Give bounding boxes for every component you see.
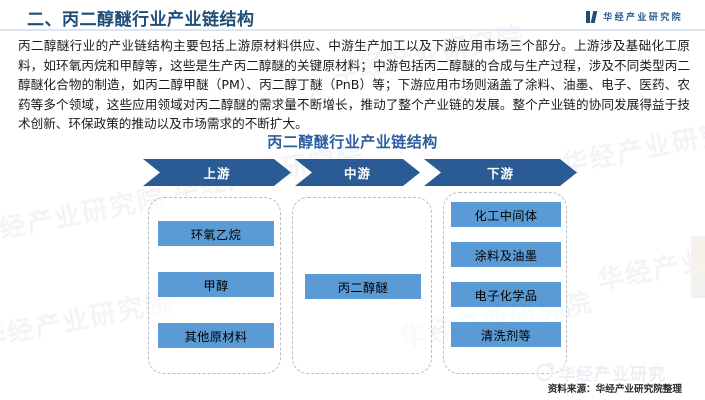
midstream-column: 丙二醇醚	[292, 197, 432, 374]
page-header: 二、丙二醇醚行业产业链结构 华经产业研究院	[0, 0, 705, 32]
upstream-node: 环氧乙烷	[158, 221, 274, 246]
downstream-node: 清洗剂等	[451, 322, 561, 347]
source-note: 资料来源：华经产业研究院整理	[547, 384, 682, 395]
upstream-column: 环氧乙烷 甲醇 其他原材料	[148, 197, 281, 374]
figure-title: 丙二醇醚行业产业链结构	[267, 133, 438, 151]
brand-bars-icon	[586, 10, 597, 23]
page-title: 二、丙二醇醚行业产业链结构	[27, 10, 255, 30]
stage-chevron-midstream: 中游	[295, 159, 420, 186]
upstream-node: 其他原材料	[158, 323, 274, 348]
body-paragraph: 丙二醇醚行业的产业链结构主要包括上游原材料供应、中游生产加工以及下游应用市场三个…	[18, 38, 690, 132]
brand-name: 华经产业研究院	[603, 13, 683, 23]
stage-chevron-band: 上游 中游 下游	[143, 159, 577, 186]
downstream-column: 化工中间体 涂料及油墨 电子化学品 清洗剂等	[443, 192, 567, 374]
stage-chevron-upstream: 上游	[143, 159, 291, 186]
brand-logo: 华经产业研究院	[586, 10, 683, 23]
upstream-node: 甲醇	[158, 272, 274, 297]
downstream-node: 化工中间体	[451, 202, 561, 227]
downstream-node: 涂料及油墨	[451, 242, 561, 267]
stage-chevron-downstream: 下游	[424, 159, 577, 186]
header-divider	[0, 29, 705, 31]
midstream-node: 丙二醇醚	[305, 274, 421, 299]
downstream-node: 电子化学品	[451, 282, 561, 307]
value-chain-figure: 丙二醇醚行业产业链结构 上游 中游 下游 环氧乙烷 甲醇 其他原材料 丙二醇醚 …	[0, 131, 705, 381]
